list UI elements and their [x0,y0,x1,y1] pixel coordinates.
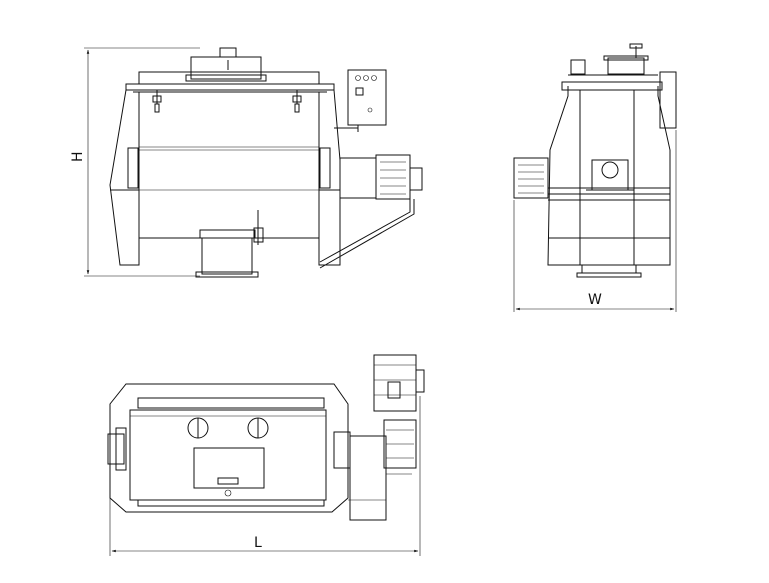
support-legs [109,89,341,266]
top-view: L [107,354,425,556]
drive-motor-front [319,154,423,269]
front-view: H [70,47,423,278]
control-box [334,69,387,132]
inspection-cover [185,47,267,82]
length-dimension: L [109,396,421,556]
top-view-body [109,383,349,513]
width-label: W [588,292,602,308]
top-openings [187,417,269,497]
discharge-outlet [195,210,264,278]
side-motor [513,157,549,199]
spray-valve-right [292,90,302,113]
height-label: H [70,151,86,162]
mixer-trough [138,91,320,239]
width-dimension: W [513,130,677,312]
top-motor [348,354,425,521]
length-label: L [254,535,262,551]
height-dimension: H [70,47,200,277]
side-view: W [513,43,677,312]
spray-valve-left [152,90,162,113]
bearing-housing [586,159,634,191]
